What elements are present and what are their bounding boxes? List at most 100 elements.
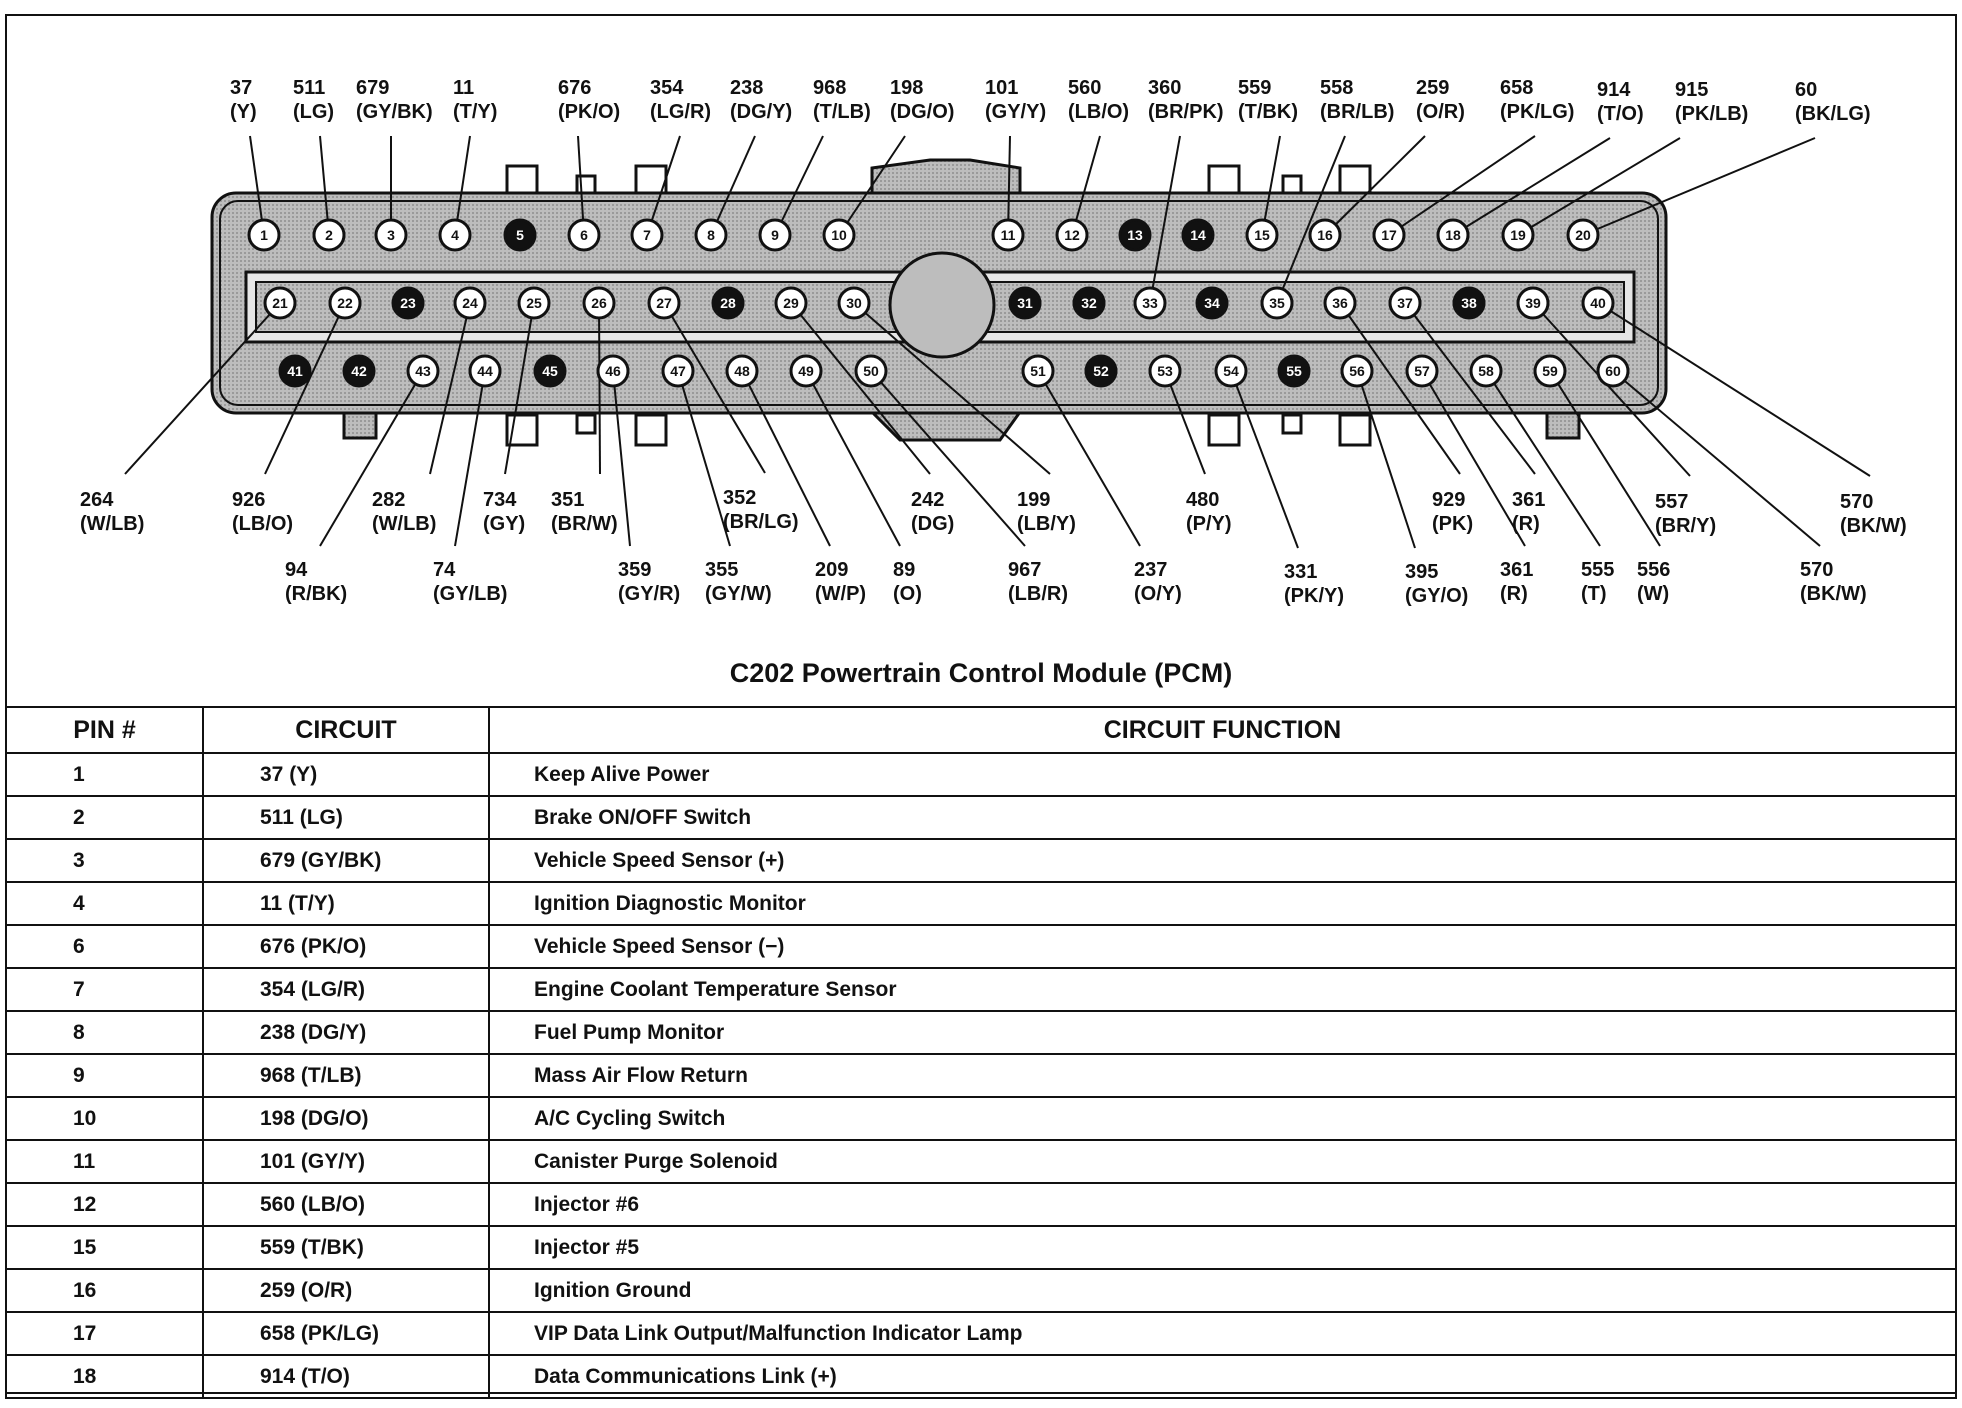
- circuit-cell: 198 (DG/O): [202, 1096, 490, 1141]
- pin-cell: 4: [5, 881, 204, 926]
- function-cell: VIP Data Link Output/Malfunction Indicat…: [488, 1311, 1957, 1356]
- pin-number: 30: [846, 295, 862, 311]
- wire-color: (LG/R): [650, 101, 711, 123]
- pin-48: 48: [725, 354, 759, 388]
- header-circuit: CIRCUIT: [202, 706, 490, 754]
- bottom-leader-line: [663, 302, 766, 474]
- pin-number: 39: [1525, 295, 1541, 311]
- wire-color: (BK/W): [1840, 515, 1907, 537]
- circuit-cell: 259 (O/R): [202, 1268, 490, 1313]
- circuit-code: 264: [80, 489, 114, 511]
- wire-color: (T/BK): [1238, 101, 1298, 123]
- bottom-wire-label: 555(T): [1581, 559, 1614, 605]
- bottom-wire-label: 361(R): [1512, 489, 1545, 535]
- pin-circle: [1596, 354, 1630, 388]
- bottom-wire-label: 557(BR/Y): [1655, 491, 1716, 537]
- top-leader-line: [1388, 135, 1536, 236]
- pin-25: 25: [517, 286, 551, 320]
- wire-color: (R): [1512, 513, 1540, 535]
- pin-circle: [711, 286, 745, 320]
- pin-number: 25: [526, 295, 542, 311]
- wire-color: (W/P): [815, 583, 866, 605]
- pin-60: 60: [1596, 354, 1630, 388]
- top-leader-line: [1324, 135, 1426, 236]
- pin-35: 35: [1260, 286, 1294, 320]
- pin-circle: [1277, 354, 1311, 388]
- bottom-leader-line: [598, 302, 601, 475]
- circuit-cell: 511 (LG): [202, 795, 490, 840]
- bottom-wire-label: 352(BR/LG): [723, 487, 799, 533]
- top-wire-label: 560(LB/O): [1068, 77, 1129, 123]
- pin-number: 54: [1223, 363, 1239, 379]
- circuit-code: 354: [650, 77, 684, 99]
- pin-14: 14: [1181, 218, 1215, 252]
- top-leader-line: [1007, 135, 1011, 236]
- wire-color: (GY/Y): [985, 101, 1046, 123]
- pin-circle: [406, 354, 440, 388]
- circuit-code: 351: [551, 489, 584, 511]
- pin-number: 22: [337, 295, 353, 311]
- bottom-wire-label: 331(PK/Y): [1284, 561, 1344, 607]
- pin-circle: [391, 286, 425, 320]
- wire-color: (T/Y): [453, 101, 497, 123]
- pin-number: 24: [462, 295, 478, 311]
- circuit-code: 331: [1284, 561, 1317, 583]
- pin-51: 51: [1021, 354, 1055, 388]
- bottom-wire-label: 242(DG): [911, 489, 954, 535]
- pin-3: 3: [374, 218, 408, 252]
- circuit-code: 237: [1134, 559, 1167, 581]
- bottom-wire-label: 570(BK/W): [1840, 491, 1907, 537]
- circuit-code: 361: [1500, 559, 1533, 581]
- wire-color: (T): [1581, 583, 1607, 605]
- wire-color: (DG): [911, 513, 954, 535]
- wire-color: (Y): [230, 101, 257, 123]
- pin-31: 31: [1008, 286, 1042, 320]
- pin-5: 5: [503, 218, 537, 252]
- pin-number: 14: [1190, 227, 1206, 243]
- function-cell: Canister Purge Solenoid: [488, 1139, 1957, 1184]
- pin-circle: [1118, 218, 1152, 252]
- function-cell: Data Communications Link (+): [488, 1354, 1957, 1399]
- top-leader-line: [577, 135, 585, 236]
- bottom-wire-label: 926(LB/O): [232, 489, 293, 535]
- pin-number: 41: [287, 363, 303, 379]
- top-leader-line: [1261, 135, 1281, 236]
- bottom-leader-line: [1037, 370, 1141, 547]
- bottom-wire-label: 355(GY/W): [705, 559, 772, 605]
- circuit-code: 199: [1017, 489, 1050, 511]
- bottom-leader-line: [1404, 302, 1536, 475]
- pin-number: 2: [325, 227, 333, 243]
- bottom-leader-line: [741, 370, 831, 547]
- circuit-code: 559: [1238, 77, 1271, 99]
- pin-26: 26: [582, 286, 616, 320]
- pin-cell: 10: [5, 1096, 204, 1141]
- pin-12: 12: [1055, 218, 1089, 252]
- pin-circle: [567, 218, 601, 252]
- pin-circle: [342, 354, 376, 388]
- pin-32: 32: [1072, 286, 1106, 320]
- pin-circle: [1245, 218, 1279, 252]
- pin-number: 21: [272, 295, 288, 311]
- pin-38: 38: [1452, 286, 1486, 320]
- circuit-code: 352: [723, 487, 756, 509]
- pin-circle: [582, 286, 616, 320]
- pin-circle: [1566, 218, 1600, 252]
- pin-number: 1: [260, 227, 268, 243]
- pin-number: 10: [831, 227, 847, 243]
- wire-color: (T/LB): [813, 101, 871, 123]
- bottom-wire-label: 209(W/P): [815, 559, 866, 605]
- top-leader-line: [1071, 135, 1101, 236]
- pin-number: 58: [1478, 363, 1494, 379]
- pin-number: 16: [1317, 227, 1333, 243]
- wire-color: (BK/W): [1800, 583, 1867, 605]
- circuit-cell: 37 (Y): [202, 752, 490, 797]
- function-cell: Vehicle Speed Sensor (+): [488, 838, 1957, 883]
- pin-2: 2: [312, 218, 346, 252]
- top-wire-label: 968(T/LB): [813, 77, 871, 123]
- pin-circle: [630, 218, 664, 252]
- pin-circle: [1308, 218, 1342, 252]
